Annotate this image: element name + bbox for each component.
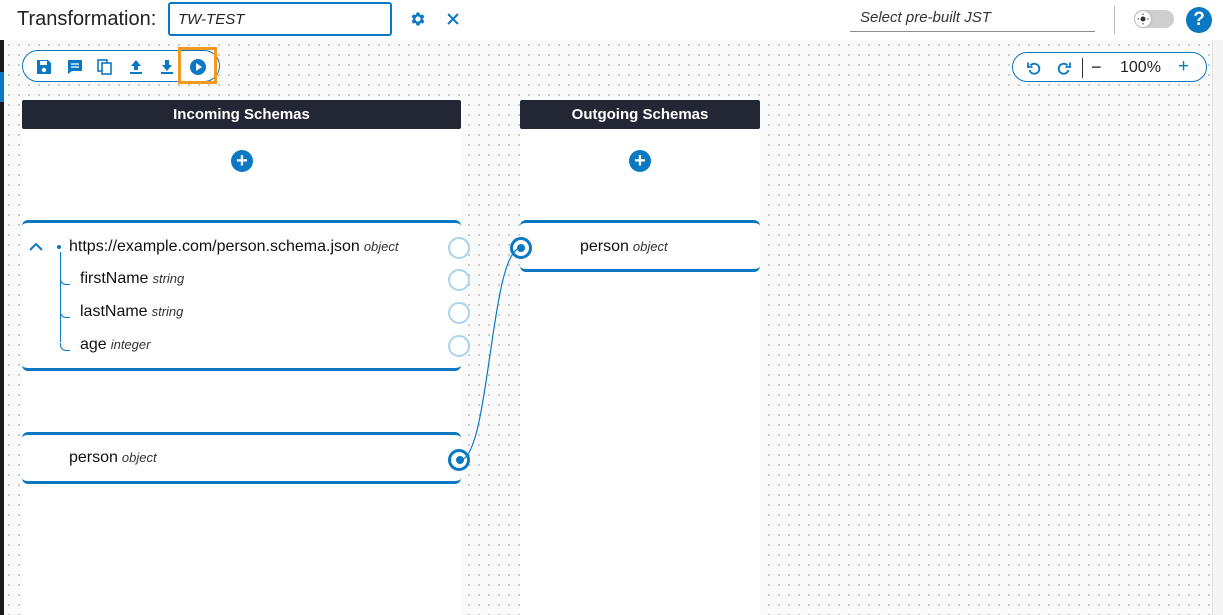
incoming-schema-card (22, 220, 461, 371)
save-icon[interactable] (35, 58, 53, 76)
outgoing-schemas-header: Outgoing Schemas (520, 100, 760, 129)
run-icon[interactable] (189, 58, 207, 76)
tree-branch-firstname (60, 277, 70, 285)
run-button-highlight (178, 47, 217, 84)
schema-root-name: https://example.com/person.schema.json (69, 238, 360, 255)
sun-icon (1135, 11, 1151, 27)
upload-icon[interactable] (127, 58, 145, 76)
port-outgoing-person[interactable] (510, 237, 532, 259)
port-firstname[interactable] (448, 269, 470, 291)
tree-branch-age (60, 343, 70, 351)
port-incoming-person[interactable] (448, 449, 470, 471)
chevron-up-icon[interactable] (27, 238, 45, 256)
zoom-controls: − 100% + (1012, 52, 1207, 82)
port-schema-root[interactable] (448, 237, 470, 259)
outgoing-person-name: person (580, 238, 629, 255)
header-divider (1114, 6, 1115, 34)
field-type: string (152, 271, 185, 286)
tree-line (60, 252, 61, 342)
zoom-out-button[interactable]: − (1091, 57, 1102, 77)
port-age[interactable] (448, 335, 470, 357)
download-icon[interactable] (158, 58, 176, 76)
add-outgoing-schema-button[interactable]: + (629, 150, 651, 172)
vertical-scrollbar[interactable] (1212, 40, 1223, 615)
help-button[interactable]: ? (1186, 7, 1212, 33)
zoom-level: 100% (1120, 59, 1161, 76)
field-type: string (151, 304, 184, 319)
comment-icon[interactable] (66, 58, 84, 76)
field-name: age (80, 336, 107, 353)
incoming-person-name: person (69, 449, 118, 466)
outgoing-person-type: object (632, 239, 668, 254)
outgoing-schemas-column: Outgoing Schemas + (520, 100, 760, 615)
port-lastname[interactable] (448, 302, 470, 324)
transformation-name-input[interactable] (168, 2, 392, 36)
incoming-schemas-header: Incoming Schemas (22, 100, 461, 129)
field-type: integer (110, 337, 151, 352)
gear-icon[interactable] (409, 10, 427, 28)
header-bar: Transformation: Select pre-built JST ? (0, 0, 1223, 40)
add-incoming-schema-button[interactable]: + (231, 150, 253, 172)
canvas-toolbar (22, 50, 220, 82)
redo-icon[interactable] (1056, 60, 1072, 76)
close-icon[interactable] (444, 10, 462, 28)
zoom-divider (1082, 58, 1083, 78)
left-edge-bar (0, 0, 4, 615)
left-edge-accent (0, 72, 4, 102)
schema-root-type: object (363, 239, 399, 254)
outgoing-person-card (520, 220, 760, 272)
field-name: firstName (80, 270, 149, 287)
incoming-person-card (22, 432, 461, 484)
incoming-person-type: object (121, 450, 157, 465)
tree-bullet (57, 245, 61, 249)
transformation-label: Transformation: (17, 8, 157, 30)
zoom-in-button[interactable]: + (1178, 56, 1190, 77)
field-name: lastName (80, 303, 148, 320)
tree-branch-lastname (60, 310, 70, 318)
theme-toggle[interactable] (1134, 10, 1174, 28)
prebuilt-jst-select[interactable]: Select pre-built JST (850, 6, 1095, 32)
copy-icon[interactable] (96, 58, 114, 76)
undo-icon[interactable] (1026, 60, 1042, 76)
